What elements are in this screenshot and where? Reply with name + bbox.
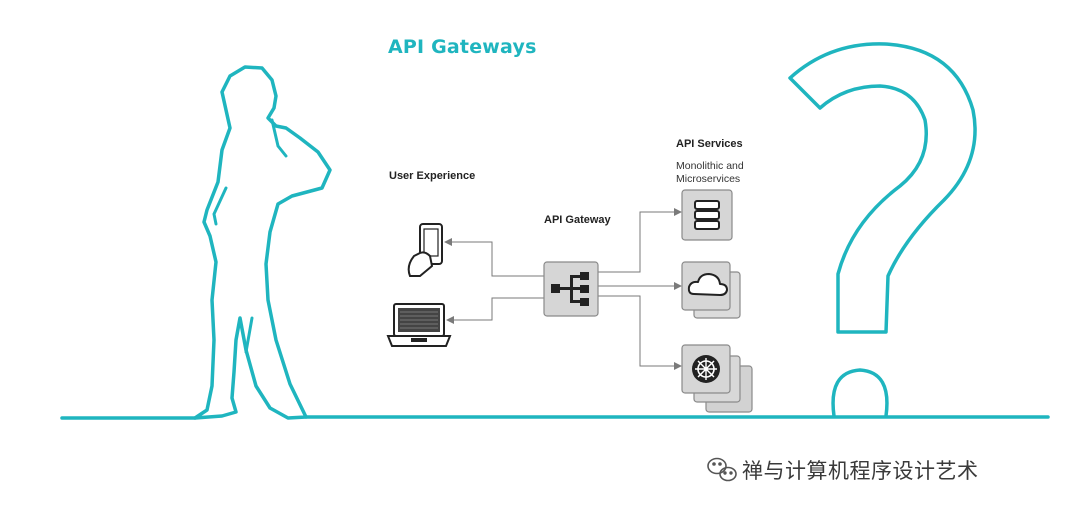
smartphone-in-hand-icon bbox=[407, 223, 443, 277]
connector-to-kubernetes bbox=[598, 295, 676, 367]
cloud-icon bbox=[687, 273, 728, 296]
watermark-text: 禅与计算机程序设计艺术 bbox=[742, 459, 979, 483]
cloud-service-box bbox=[681, 261, 741, 319]
server-service-box bbox=[681, 189, 733, 241]
question-mark-shape bbox=[788, 42, 977, 334]
question-mark-dot bbox=[831, 368, 889, 417]
arrowhead-kubernetes bbox=[674, 362, 682, 370]
services-description-line1: Monolithic and bbox=[676, 160, 744, 172]
api-services-label: API Services bbox=[676, 138, 743, 150]
wechat-logo-icon bbox=[707, 457, 737, 482]
arrowheads bbox=[444, 208, 682, 370]
hierarchy-network-icon bbox=[551, 272, 589, 306]
api-gateway-box bbox=[543, 261, 599, 317]
arrowhead-phone bbox=[444, 238, 452, 246]
services-description-line2: Microservices bbox=[676, 173, 741, 185]
silhouette-arm-detail bbox=[212, 118, 288, 354]
kubernetes-service-box bbox=[681, 344, 753, 413]
watermark: 禅与计算机程序设计艺术 bbox=[742, 455, 979, 485]
diagram-title: API Gateways bbox=[388, 36, 537, 58]
connectors bbox=[450, 211, 676, 367]
arrowhead-laptop bbox=[446, 316, 454, 324]
ground-line bbox=[60, 415, 1050, 420]
services-description: Monolithic and Microservices bbox=[676, 160, 766, 186]
arrowhead-cloud bbox=[674, 282, 682, 290]
database-server-icon bbox=[694, 200, 720, 230]
thinking-person-silhouette bbox=[193, 65, 332, 420]
connector-to-laptop bbox=[452, 297, 544, 321]
connector-to-phone bbox=[450, 241, 544, 277]
laptop-icon bbox=[386, 303, 452, 347]
arrowhead-server bbox=[674, 208, 682, 216]
connector-to-server bbox=[598, 211, 676, 273]
user-experience-label: User Experience bbox=[389, 170, 476, 182]
kubernetes-helm-icon bbox=[692, 355, 720, 383]
api-gateway-label: API Gateway bbox=[544, 214, 611, 226]
